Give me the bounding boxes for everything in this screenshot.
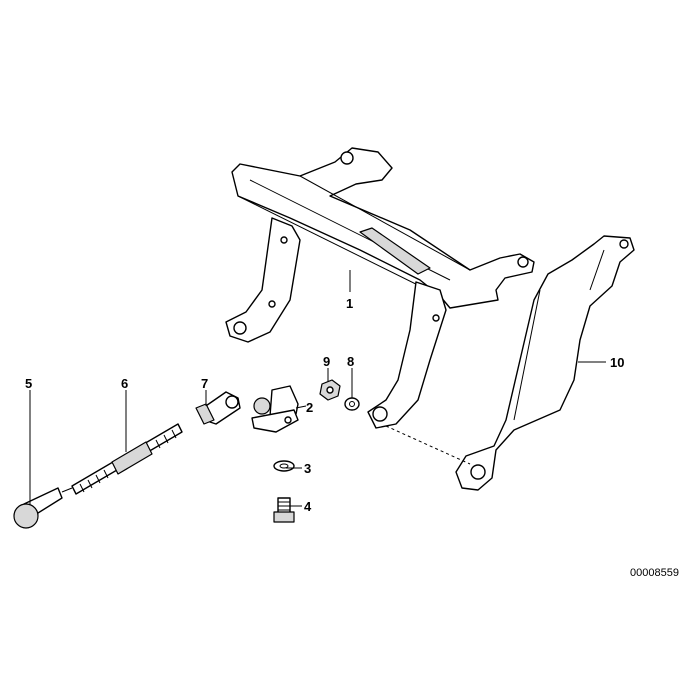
- callout-5: 5: [25, 376, 32, 391]
- part-2-ball-stud-bracket: [251, 385, 299, 433]
- callout-2: 2: [306, 400, 313, 415]
- part-10-side-cover: [455, 235, 635, 491]
- part-1-bracket-frame: [225, 147, 535, 429]
- callout-4: 4: [304, 499, 312, 514]
- part-4-bolt: [273, 497, 295, 523]
- part-5-ball-end: [13, 487, 73, 529]
- callout-labels: 1 2 3 4 5 6 7 8 9 10: [25, 296, 624, 514]
- part-6-threaded-rod: [71, 423, 183, 495]
- callout-1: 1: [346, 296, 353, 311]
- part-8-washer: [344, 397, 360, 411]
- part-7-socket-joint: [195, 391, 241, 425]
- callout-3: 3: [304, 461, 311, 476]
- callout-10: 10: [610, 355, 624, 370]
- alignment-dashed-line: [385, 425, 471, 465]
- callout-9: 9: [323, 354, 330, 369]
- part-3-washer: [273, 460, 295, 472]
- leader-lines: [29, 270, 606, 507]
- callout-7: 7: [201, 376, 208, 391]
- callout-8: 8: [347, 354, 354, 369]
- part-9-nut: [319, 379, 341, 401]
- callout-6: 6: [121, 376, 128, 391]
- reference-number: 00008559: [630, 567, 679, 579]
